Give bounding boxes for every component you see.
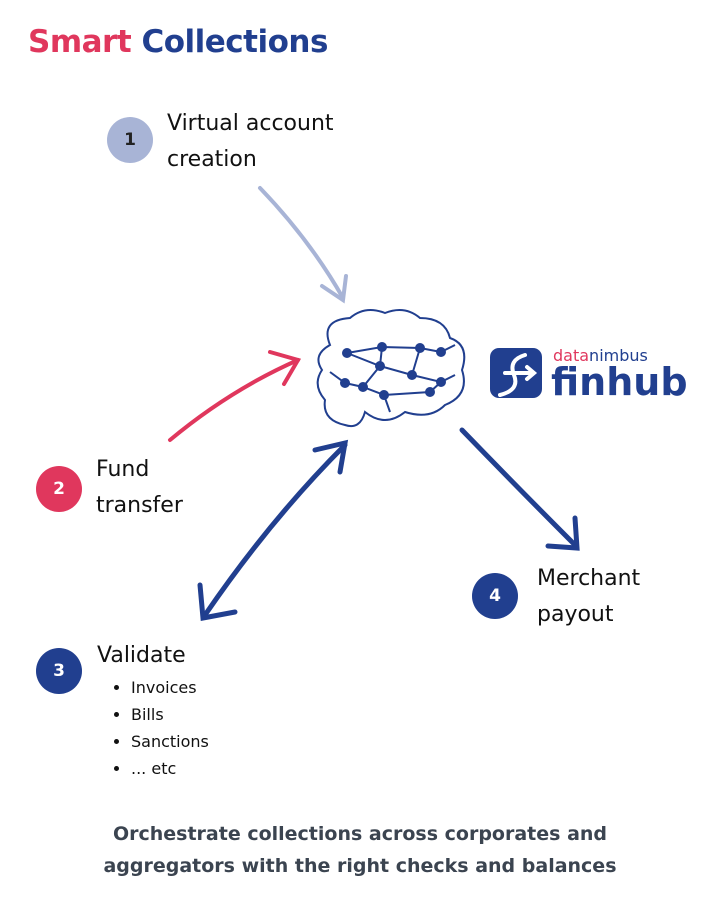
list-item: Invoices [131,674,209,701]
step-2-line2: transfer [96,493,183,518]
logo-brand-nimbus: nimbus [589,346,648,365]
arrow-2 [168,350,302,442]
list-item: Bills [131,701,209,728]
arrow-1 [258,186,348,304]
logo-brand-data: data [553,346,590,365]
arrow-3-bidirectional [197,439,349,621]
finhub-logo-icon [490,348,542,398]
list-item: Sanctions [131,728,209,755]
page-title: Smart Collections [28,24,328,60]
step-4-badge: 4 [472,573,518,619]
step-3-label: Validate Invoices Bills Sanctions ... et… [97,638,209,782]
logo-product: finhub [551,360,688,404]
step-2-label: Fund transfer [96,452,183,524]
step-1-line2: creation [167,147,257,172]
footer-caption: Orchestrate collections across corporate… [0,818,720,882]
title-smart: Smart [28,24,132,60]
step-4-label: Merchant payout [537,561,640,633]
step-1-badge: 1 [107,117,153,163]
validate-list: Invoices Bills Sanctions ... etc [111,674,209,782]
arrow-4 [459,427,580,551]
step-1-label: Virtual account creation [167,106,334,178]
step-4-line1: Merchant [537,566,641,591]
step-3-badge: 3 [36,648,82,694]
logo-brand: datanimbus [553,346,648,365]
step-1-line1: Virtual account [167,111,334,136]
step-2-line1: Fund [96,457,150,482]
list-item: ... etc [131,755,209,782]
brain-network-icon [316,308,466,428]
step-4-line2: payout [537,602,614,627]
title-collections: Collections [141,24,328,60]
step-3-line1: Validate [97,643,186,668]
footer-line1: Orchestrate collections across corporate… [112,823,608,845]
footer-line2: aggregators with the right checks and ba… [103,855,617,877]
step-2-badge: 2 [36,466,82,512]
